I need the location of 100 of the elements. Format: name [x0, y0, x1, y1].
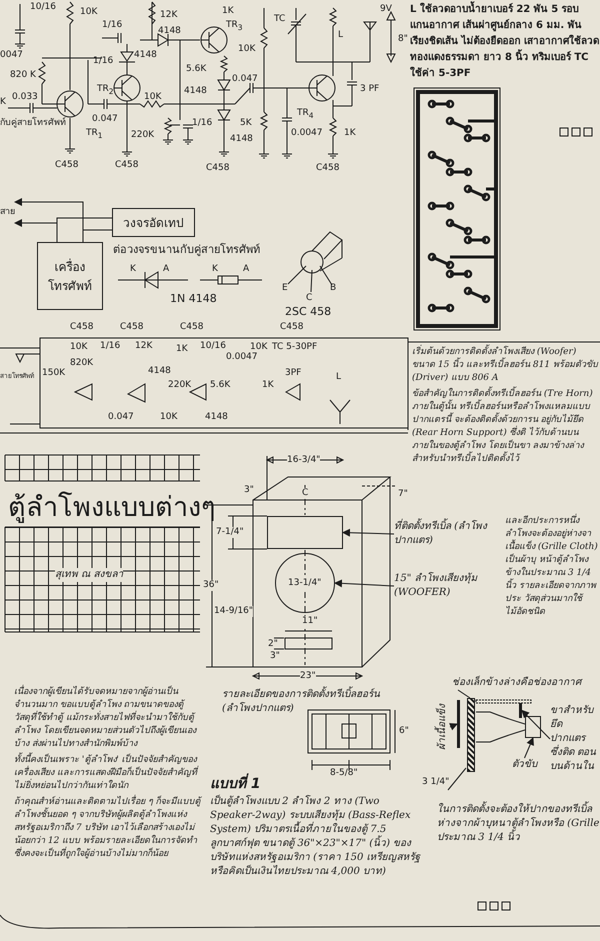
component-label: 10K: [70, 342, 88, 353]
body-text: ถ้าคุณสำห์อ่านและติดตามไปเรื่อย ๆ ก็จะมีแบบตู้ลำโพงชั้นยอด ๆ จากบริษัทผู้ผลิตตู้ลำโพงแห่งสหรัฐอเมริกาถึง 7 บริษัท เอาไว้เลือกสร้างเองไม่น้อยกว่า 12 แบบ พร้อมรายละเอียดในการจัดทำซึ่งคงจะเป็นที่ถูกใจผู้อ่านบ้างไม่มากก็น้อย: [14, 796, 202, 861]
note-text: L ใช้ลวดอาบน้ำยาเบอร์ 22 พัน 5 รอบ แกนอากาศ เส้นผ่าศูนย์กลาง 6 มม. พันเรียงชิดเส้น ไม่ต้องยืดออก เสาอากาศใช้ลวดทองแดงธรรมดา ยาว 8 นิ้ว ทริมเบอร์ TC ใช้ค่า 5-3PF: [410, 2, 600, 82]
component-label: 1K: [222, 6, 234, 17]
leader-line: [521, 710, 550, 740]
component-label: 4148: [205, 412, 228, 423]
component-label: 10K: [160, 412, 178, 423]
component-label: 4148: [148, 366, 171, 377]
component-label: 820 K: [10, 70, 36, 81]
dimension-label: 36": [203, 580, 219, 591]
component-label: 0.033: [12, 92, 38, 103]
component-label: TR$_{4}$: [297, 108, 314, 121]
leader-line: [458, 690, 470, 698]
dimension-label: 14-9/16": [214, 606, 254, 617]
article-title: ตู้ลำโพงแบบต่างๆ: [8, 490, 216, 525]
pin-label: A: [163, 264, 170, 275]
pin-label: A: [243, 264, 250, 275]
pin-label: ต่อวงจรขนานกับคู่สายโทรศัพท์: [113, 243, 260, 256]
component-label: K: [0, 97, 6, 108]
section-heading: แบบที่ 1: [210, 772, 261, 794]
component-label: 3PF: [285, 368, 302, 379]
component-label: TR$_{3}$: [226, 20, 243, 33]
component-label: 10/16: [200, 341, 226, 352]
body-text: เป็นตู้ลำโพงแบบ 2 ลำโพง 2 ทาง (Two Speaker-2way) ระบบเสียงทุ้ม (Bass-Reflex System) ปริมาตรเนื้อที่ภายในของตู้ 7.5 ลูกบาศก์ฟุต ขนาดตู้ 36"×23"×17" (นิ้ว) ของบริษัทแห่งสหรัฐอเมริกา (ราคา 150 เหรียญสหรัฐ หรือคิดเป็นเงินไทยประมาณ 4,000 บาท): [210, 795, 422, 879]
component-label: C458: [280, 322, 304, 333]
component-label: 0.0047: [291, 128, 322, 139]
pin-label: 2SC 458: [285, 305, 332, 318]
figure-caption: รายละเอียดของการติดตั้งทรีเบิ้ลฮอร์น (ลำโพงปากแตร): [222, 688, 402, 716]
component-label: 12K: [160, 10, 178, 21]
component-label: 0.047: [232, 74, 258, 85]
dimension-label: 7-1/4": [216, 527, 244, 538]
body-text: เนื่องจากผู้เขียนได้รับจดหมายจากผู้อ่านเป็นจำนวนมาก ขอแบบตู้ลำโพง ถามขนาดของตู้ วัสดุที่ใช้ทำตู้ แม้กระทั่งสายไฟที่จะนำมาใช้กับตู้ลำโพง โดยเขียนจดหมายส่วนตัวไปถึงผู้เขียนเองบ้าง ส่งผ่านไปทางสำนักพิมพ์บ้าง: [14, 686, 202, 751]
pin-label: E: [282, 283, 288, 294]
component-label: C458: [120, 322, 144, 333]
dimension-label: 8-5/8": [330, 768, 358, 779]
callout-text: ที่ติดตั้งทรีเบิ้ล (ลำโพงปากแตร): [394, 520, 499, 548]
component-label: 1K: [262, 380, 274, 391]
component-label: C458: [206, 163, 230, 174]
component-label: 4148: [134, 50, 157, 61]
component-label: 4148: [158, 26, 181, 37]
woofer-opening: [275, 553, 335, 613]
component-label: TC 5-30PF: [272, 342, 318, 353]
dimension-label: 3": [270, 651, 280, 662]
pin-label: K: [130, 264, 136, 275]
support-leg: [519, 703, 522, 718]
dimension-label: 3": [244, 485, 254, 496]
component-label: 5.6K: [186, 64, 206, 75]
component-label: 1K: [344, 128, 356, 139]
component-label: 0.047: [92, 114, 118, 125]
component-label: C458: [55, 160, 78, 171]
component-label: 3 PF: [360, 84, 380, 95]
leader-line: [449, 723, 458, 730]
component-label: 1/16: [192, 118, 212, 129]
body-text: เริ่มต้นด้วยการติดตั้งลำโพงเสียง (Woofer) ขนาด 15 นิ้ว และทรีเบิ้ลฮอร์น 811 พร้อมตัวขับ (Driver) แบบ 806 A: [412, 346, 600, 385]
component-label: 1K: [176, 344, 188, 355]
dimension-label: C: [302, 488, 308, 499]
component-label: 10K: [238, 44, 256, 55]
component-label: 3 1/4": [422, 777, 450, 788]
component-label: 4148: [184, 86, 207, 97]
author-name: สุเทพ ณ สงขลา: [55, 568, 124, 582]
component-label: 0047: [0, 50, 23, 61]
component-label: 4148: [230, 134, 253, 145]
dimension-label: 13-1/4": [288, 578, 322, 589]
body-text: ทั้งนี้คงเป็นเพราะ 'ตู้ลำโพง' เป็นปัจจัยสำคัญของเครื่องเสียง และการแสดงฝีมือก็เป็นปัจจัยสำคัญที่ไม่ยิ่งหย่อนไปกว่ากันเท่าใดนัก: [14, 754, 202, 793]
leader-line: [524, 737, 534, 758]
component-label: 1/16: [102, 20, 122, 31]
component-label: 220K: [131, 130, 154, 141]
cut-text: สาย: [0, 198, 15, 226]
callout-text: ขาสำหรับยึด ปากแตร ซึ่งติด ตอนบนด้านใน: [550, 704, 600, 774]
component-label: 0.0047: [226, 352, 258, 363]
dimension-label: 2": [268, 639, 278, 650]
baffle-board: [467, 698, 475, 772]
component-label: C458: [115, 160, 138, 171]
component-label: TC: [274, 14, 286, 25]
component-label: 150K: [42, 368, 66, 379]
figure-caption: ในการติดตั้งจะต้องให้ปากของทรีเบิ้ล ห่างจากผ้าบุหนาตู้ลำโพงหรือ (Grille ประมาณ 3 1/4 นิ้ว: [437, 803, 600, 845]
dimension-label: 16-3/4": [287, 455, 320, 466]
dimension-label: 6": [399, 726, 409, 737]
component-label: TR$_{2}$: [97, 84, 114, 97]
component-label: 1/16: [93, 56, 114, 67]
dimension-label: 11": [302, 616, 318, 627]
component-label: C458: [180, 322, 204, 333]
body-text: และอีกประการหนึ่ง ลำโพงจะต้องอยู่ห่างจา เนื้อแข็ง (Grille Cloth) เป็นผ้าบุ หน้าตู้ลำโพง ข้างในประมาณ 3 1/4 นิ้ว รายละเอียดจากภาพประ วัสดุส่วนมากใช้ไม้อัดชนิด: [505, 515, 598, 619]
callout-text: 15" ลำโพงเสียงทุ้ม (WOOFER): [394, 572, 499, 600]
component-label: L: [336, 372, 342, 383]
component-label: กับคู่สายโทรศัพท์: [0, 118, 66, 129]
callout-text: ช่องเล็กข้างล่างคือช่องอากาศ: [452, 676, 600, 690]
component-label: 12K: [135, 341, 152, 352]
component-label: 9V: [380, 4, 392, 15]
callout-text: ตัวขับ: [512, 758, 537, 772]
pin-label: K: [212, 264, 218, 275]
body-text: ข้อสำคัญในการติดตั้งทรีเบิ้ลฮอร์น (Tre Horn) ภายในตู้นั้น ทรีเบิ้ลฮอร์นหรือลำโพงแหลมแบบปากแตรนี้ จะต้องติดตั้งด้วยการน อยู่กับไม้ยึด (Rear Horn Support) ซึ่งติ ไว้กับด้านบนภายในของตู้ลำโพง โดยเป็นขา ลงมาข้างล่าง สำหรับนำทรีเบิ้ลไปติดตั้งไว้: [412, 388, 599, 466]
component-label: 10K: [80, 7, 98, 18]
driver-box: [525, 716, 541, 738]
callout-text: ผ้าเนื้อแข็ง: [436, 704, 450, 750]
component-label: C458: [70, 322, 94, 333]
component-label: C458: [316, 163, 340, 174]
grille-cloth: [457, 700, 460, 748]
component-label: TR$_{1}$: [86, 128, 103, 141]
component-label: 5K: [240, 118, 252, 129]
